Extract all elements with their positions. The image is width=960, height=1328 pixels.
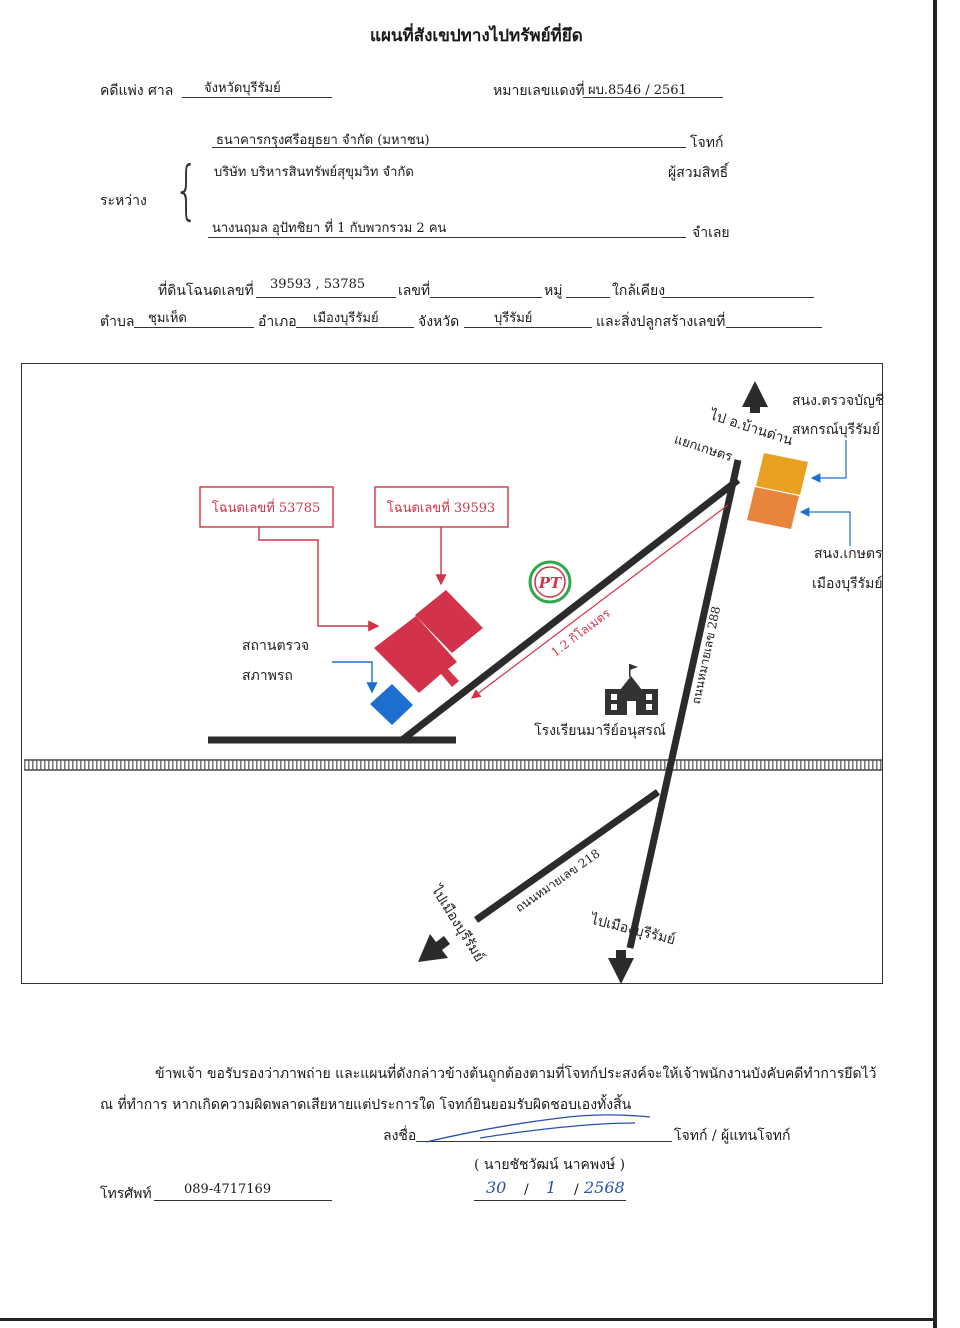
distance-line [471,504,729,699]
phone-underline [154,1200,332,1201]
sign-role: โจทก์ / ผู้แทนโจทก์ [674,1128,791,1144]
successor-name: บริษัท บริหารสินทรัพย์สุขุมวิท จำกัด [214,165,414,180]
court-label: คดีแพ่ง ศาล [100,83,174,99]
defendant-role: จำเลย [692,225,730,241]
date-underline [474,1200,626,1201]
sign-label: ลงชื่อ [383,1128,417,1144]
deed-plot-53785 [374,616,459,693]
school-label: โรงเรียนมารีย์อนุสรณ์ [534,722,666,739]
tambon-label: ตำบล [100,314,135,330]
map-frame [21,363,883,984]
number-label: เลขที่ [398,283,431,299]
amphoe-underline [296,327,414,328]
between-label: ระหว่าง [100,193,147,209]
callout-audit [810,440,847,483]
page-title: แผนที่สังเขปทางไปทรัพย์ที่ยึด [370,26,583,46]
audit-office-box [756,453,808,495]
junction-label: แยกเกษตร [672,432,734,465]
defendant-name: นางนฤมล อุปัทชิยา ที่ 1 กับพวกรวม 2 คน [212,221,447,236]
province-underline [464,327,592,328]
date-month: 1 [546,1178,557,1197]
near-label: ใกล้เคียง [612,283,666,299]
deed-value: 39593 , 53785 [270,277,366,292]
deed-label-53785: โฉนดเลขที่ 53785 [212,499,321,516]
audit-office-label-1: สนง.ตรวจบัญชี [792,393,884,409]
moo-underline [566,297,610,298]
party-brace: { [174,154,199,228]
building-underline [726,327,822,328]
red-no-value: ผบ.8546 / 2561 [588,83,687,98]
pt-logo-icon [528,560,572,604]
phone-value: 089-4717169 [184,1182,272,1197]
audit-office-label-2: สหกรณ์บุรีรัมย์ [792,421,880,438]
date-year: 2568 [584,1178,625,1197]
building-label: และสิ่งปลูกสร้างเลขที่ [596,314,726,330]
school-icon [605,664,658,715]
agri-office-label-2: เมืองบุรีรัมย์ [812,575,883,592]
page-edge [933,0,937,1328]
sign-underline [416,1141,672,1142]
date-day: 30 [486,1178,507,1197]
province-value: บุรีรัมย์ [494,311,533,326]
callout-agri [799,507,851,546]
arrow-north-icon [742,381,768,413]
callout-station [332,661,378,694]
certify-line-2: ณ ที่ทำการ หากเกิดความผิดพลาดเสียหายแต่ป… [100,1097,632,1113]
date-sep-1: / [524,1182,529,1198]
map-svg: โฉนดเลขที่ 53785 โฉนดเลขที่ 39593 สถานตร… [24,381,884,984]
station-label-1: สถานตรวจ [242,638,309,654]
agri-office-label-1: สนง.เกษตร [814,546,883,562]
province-label: จังหวัด [418,314,460,330]
signature-image [425,1114,651,1143]
successor-role: ผู้สวมสิทธิ์ [668,165,729,181]
deed-plot-39593 [415,590,483,653]
court-underline [182,97,332,98]
plaintiff-name: ธนาคารกรุงศรีอยุธยา จำกัด (มหาชน) [216,133,430,148]
plaintiff-role: โจทก์ [690,135,724,151]
arrow-south-left-icon [418,934,450,962]
number-underline [430,297,542,298]
deed-underline [256,297,396,298]
station-label-2: สภาพรถ [242,668,293,684]
date-sep-2: / [574,1182,579,1198]
moo-label: หมู่ [544,283,563,299]
phone-label: โทรศัพท์ [100,1186,152,1202]
agri-office-box [747,487,799,529]
red-no-label: หมายเลขแดงที่ [493,83,585,99]
tambon-value: ชุมเห็ด [148,311,187,326]
deed-label-39593: โฉนดเลขที่ 39593 [387,499,496,516]
deed-label-box-39593 [374,486,509,528]
arrow-south-right-icon [608,950,634,984]
defendant-underline [208,237,686,238]
page-edge-bottom [0,1318,937,1321]
near-underline [662,297,814,298]
red-no-underline [583,97,723,98]
roads [208,459,742,949]
signer-name: ( นายชัชวัฒน์ นาคพงษ์ ) [474,1157,626,1173]
certify-line-1: ข้าพเจ้า ขอรับรองว่าภาพถ่าย และแผนที่ดัง… [155,1066,877,1082]
pt-logo-text: PT [538,574,563,592]
tambon-underline [134,327,254,328]
inspection-station-box [370,684,413,725]
amphoe-label: อำเภอ [258,314,297,330]
callout-53785 [258,527,380,632]
plaintiff-underline [212,147,686,148]
court-value: จังหวัดบุรีรัมย์ [204,81,281,96]
deed-label: ที่ดินโฉนดเลขที่ [158,283,254,299]
amphoe-value: เมืองบุรีรัมย์ [313,311,379,326]
deed-label-box-53785 [199,486,334,528]
railway-track [24,759,882,771]
